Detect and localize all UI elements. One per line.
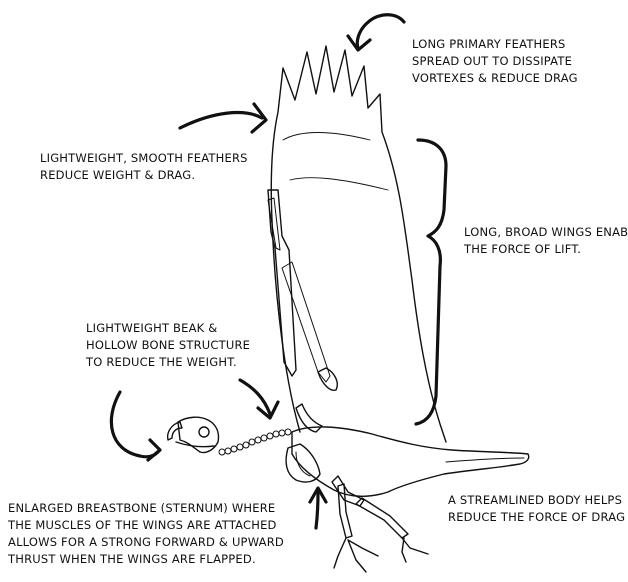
foot-toes <box>334 538 378 572</box>
label-line: LONG PRIMARY FEATHERS <box>412 36 578 53</box>
arrowhead <box>148 440 160 460</box>
arrow-smooth-feathers <box>180 113 262 128</box>
label-line: REDUCE THE FORCE OF DRAG <box>448 509 625 526</box>
label-primary-feathers: LONG PRIMARY FEATHERS SPREAD OUT TO DISS… <box>412 36 578 87</box>
label-line: ENLARGED BREASTBONE (STERNUM) WHERE <box>8 500 284 517</box>
label-line: A STREAMLINED BODY HELPS <box>448 492 625 509</box>
label-line: LONG, BROAD WINGS ENABLE <box>464 224 628 241</box>
label-smooth-feathers: LIGHTWEIGHT, SMOOTH FEATHERS REDUCE WEIG… <box>40 150 248 184</box>
wing-outline <box>271 46 446 442</box>
label-beak-bones: LIGHTWEIGHT BEAK & HOLLOW BONE STRUCTURE… <box>86 320 250 371</box>
wing-feather-contour <box>290 178 388 190</box>
arrow-sternum <box>316 492 318 528</box>
label-line: REDUCE WEIGHT & DRAG. <box>40 167 248 184</box>
label-streamlined-body: A STREAMLINED BODY HELPS REDUCE THE FORC… <box>448 492 625 526</box>
sternum-keel <box>286 444 320 482</box>
wing-feather-contour <box>283 133 370 141</box>
label-line: THE FORCE OF LIFT. <box>464 241 628 258</box>
label-line: THE MUSCLES OF THE WINGS ARE ATTACHED <box>8 517 284 534</box>
tail-feathers <box>446 458 524 462</box>
label-breastbone: ENLARGED BREASTBONE (STERNUM) WHERE THE … <box>8 500 284 568</box>
foot-toes <box>402 538 428 562</box>
arrow-skull <box>111 392 158 457</box>
label-line: TO REDUCE THE WEIGHT. <box>86 354 250 371</box>
label-line: THRUST WHEN THE WINGS ARE FLAPPED. <box>8 551 284 568</box>
label-line: HOLLOW BONE STRUCTURE <box>86 337 250 354</box>
arrow-beak-bones <box>240 380 270 414</box>
label-line: LIGHTWEIGHT BEAK & <box>86 320 250 337</box>
neck-vertebrae <box>219 429 291 455</box>
ulna-bone <box>282 262 330 382</box>
label-line: LIGHTWEIGHT, SMOOTH FEATHERS <box>40 150 248 167</box>
label-line: VORTEXES & REDUCE DRAG <box>412 70 578 87</box>
lower-jaw <box>176 442 214 447</box>
bird-body <box>292 427 529 496</box>
eye-socket <box>199 427 209 437</box>
label-broad-wings: LONG, BROAD WINGS ENABLE THE FORCE OF LI… <box>464 224 628 258</box>
label-line: SPREAD OUT TO DISSIPATE <box>412 53 578 70</box>
brace-broad-wings <box>416 140 446 424</box>
label-line: ALLOWS FOR A STRONG FORWARD & UPWARD <box>8 534 284 551</box>
lower-leg <box>356 498 408 538</box>
